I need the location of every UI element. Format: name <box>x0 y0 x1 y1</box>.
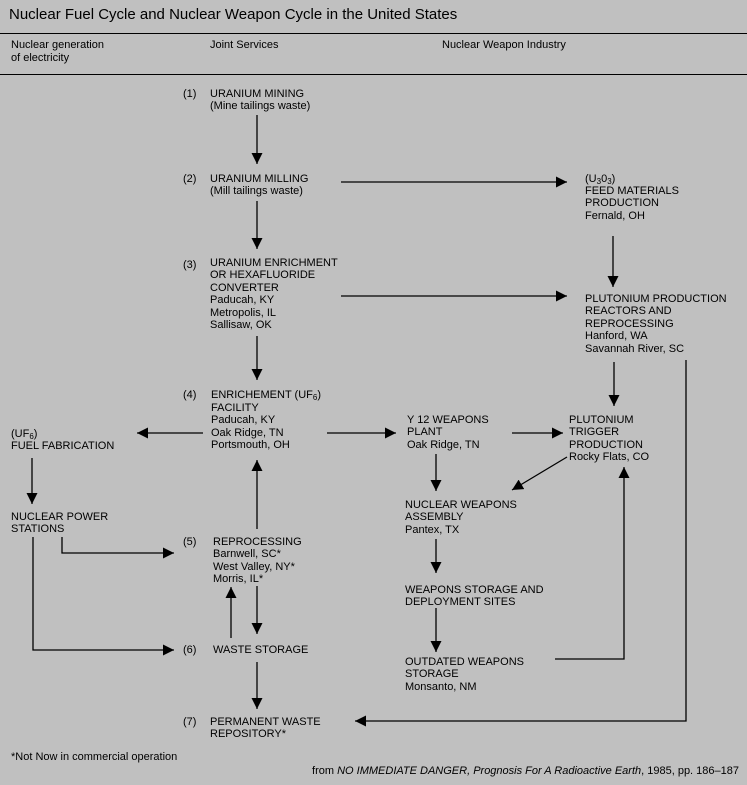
arrow-power-to-waste <box>32 537 174 656</box>
arrow-outdated-to-trigger <box>555 467 630 660</box>
column-header-weapon-industry: Nuclear Weapon Industry <box>442 39 566 51</box>
node-reprocessing: REPROCESSING Barnwell, SC* West Valley, … <box>213 536 302 586</box>
step-3-number: (3) <box>183 259 197 271</box>
node-outdated-weapons-storage: OUTDATED WEAPONS STORAGE Monsanto, NM <box>405 656 524 693</box>
step-7-number: (7) <box>183 716 197 728</box>
step-4-number: (4) <box>183 389 197 401</box>
node-nuclear-power-stations: NUCLEAR POWER STATIONS <box>11 511 109 536</box>
node-y12-weapons-plant: Y 12 WEAPONS PLANT Oak Ridge, TN <box>407 414 489 451</box>
header-divider <box>0 74 747 75</box>
node-plutonium-production: PLUTONIUM PRODUCTION REACTORS AND REPROC… <box>585 293 727 355</box>
node-permanent-repository: PERMANENT WASTE REPOSITORY* <box>210 716 321 741</box>
source-citation: from NO IMMEDIATE DANGER, Prognosis For … <box>312 765 739 777</box>
node-fuel-fabrication: FUEL FABRICATION <box>11 440 115 452</box>
node-weapons-storage: WEAPONS STORAGE AND DEPLOYMENT SITES <box>405 584 544 609</box>
arrow-plutonium-to-repository <box>355 360 687 727</box>
node-plutonium-trigger: PLUTONIUM TRIGGER PRODUCTION Rocky Flats… <box>569 414 650 464</box>
node-waste-storage: WASTE STORAGE <box>213 644 309 656</box>
step-2-number: (2) <box>183 173 197 185</box>
column-header-electricity: Nuclear generation of electricity <box>11 39 104 64</box>
node-enrichment-facility: FACILITY Paducah, KY Oak Ridge, TN Ports… <box>211 402 290 452</box>
node-uranium-milling: URANIUM MILLING (Mill tailings waste) <box>210 173 309 198</box>
step-5-number: (5) <box>183 536 197 548</box>
title-divider <box>0 33 747 34</box>
column-header-joint-services: Joint Services <box>210 39 279 51</box>
step-1-number: (1) <box>183 88 197 100</box>
footnote: *Not Now in commercial operation <box>11 751 178 763</box>
feed-formula: (U303) <box>585 173 616 186</box>
arrow-trigger-to-assembly <box>511 456 568 491</box>
node-feed-materials: FEED MATERIALS PRODUCTION Fernald, OH <box>585 185 679 222</box>
node-weapons-assembly: NUCLEAR WEAPONS ASSEMBLY Pantex, TX <box>405 499 517 536</box>
enrichment-heading: ENRICHEMENT (UF6) <box>211 389 321 402</box>
page-title: Nuclear Fuel Cycle and Nuclear Weapon Cy… <box>9 6 458 23</box>
node-uranium-mining: URANIUM MINING (Mine tailings waste) <box>210 88 311 113</box>
node-enrichment-converter: URANIUM ENRICHMENT OR HEXAFLUORIDE CONVE… <box>210 257 338 332</box>
arrow-power-to-reprocessing <box>61 537 174 559</box>
fuel-formula: (UF6) <box>11 428 38 441</box>
step-6-number: (6) <box>183 644 197 656</box>
